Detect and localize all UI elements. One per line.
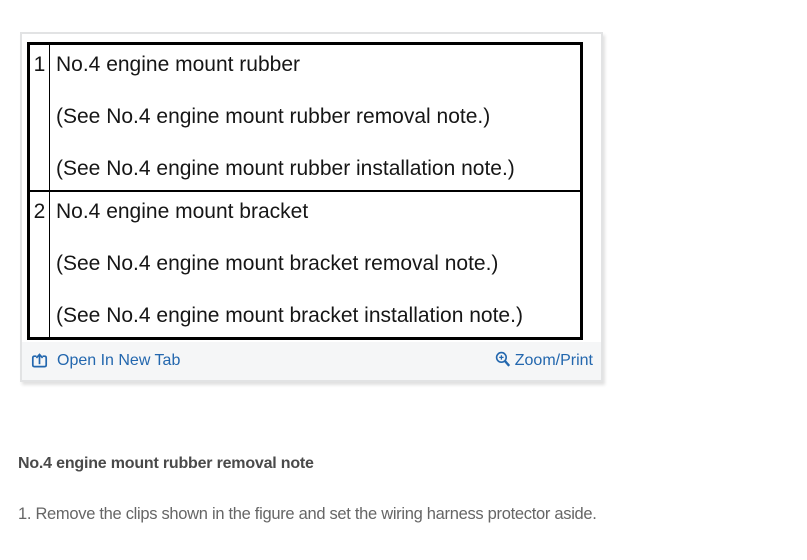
magnifier-plus-icon xyxy=(495,351,511,369)
see-note-reference: (See No.4 engine mount bracket installat… xyxy=(56,304,523,327)
table-row: 2 No.4 engine mount bracket (See No.4 en… xyxy=(30,192,580,337)
row-number: 1 xyxy=(30,45,50,190)
figure-panel: 1 No.4 engine mount rubber (See No.4 eng… xyxy=(20,32,603,382)
zoom-print-label: Zoom/Print xyxy=(514,352,593,369)
parts-table: 1 No.4 engine mount rubber (See No.4 eng… xyxy=(27,42,583,340)
note-step-1: 1. Remove the clips shown in the figure … xyxy=(18,505,597,523)
table-row: 1 No.4 engine mount rubber (See No.4 eng… xyxy=(30,45,580,192)
see-note-reference: (See No.4 engine mount rubber removal no… xyxy=(56,105,491,128)
zoom-print-link[interactable]: Zoom/Print xyxy=(495,351,593,372)
row-number: 2 xyxy=(30,192,50,337)
open-in-new-tab-link[interactable]: Open In New Tab xyxy=(31,352,180,370)
see-note-reference: (See No.4 engine mount rubber installati… xyxy=(56,157,515,180)
part-name: No.4 engine mount bracket xyxy=(56,200,309,223)
open-in-new-tab-label: Open In New Tab xyxy=(57,352,181,369)
table-cell: No.4 engine mount bracket (See No.4 engi… xyxy=(50,192,580,337)
see-note-reference: (See No.4 engine mount bracket removal n… xyxy=(56,252,499,275)
note-heading: No.4 engine mount rubber removal note xyxy=(18,455,314,472)
part-name: No.4 engine mount rubber xyxy=(56,53,300,76)
open-in-new-tab-icon xyxy=(31,353,48,369)
figure-footer: Open In New Tab Zoom/Print xyxy=(22,342,601,380)
table-cell: No.4 engine mount rubber (See No.4 engin… xyxy=(50,45,580,190)
